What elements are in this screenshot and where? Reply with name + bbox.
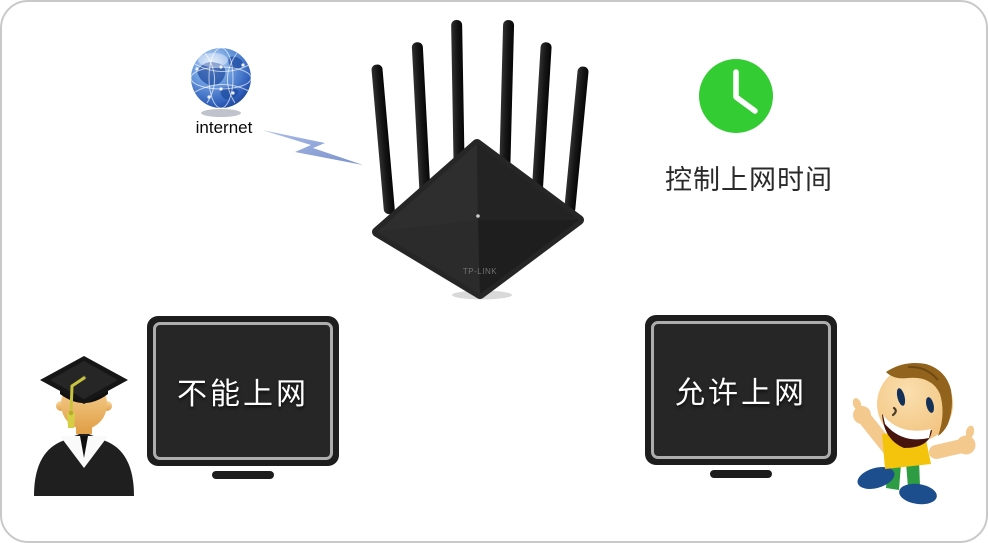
router-brand-label: TP-LINK [463, 267, 497, 276]
router-body: TP-LINK [372, 139, 584, 299]
hair [886, 363, 952, 436]
time-control-label: 控制上网时间 [665, 165, 833, 195]
blocked-screen-text: 不能上网 [177, 378, 309, 411]
monitor-stand [710, 470, 772, 478]
graduate-student-figure [34, 356, 134, 496]
tassel [69, 376, 86, 416]
blocked-monitor-screen: 不能上网 [153, 322, 333, 460]
clock-hands [733, 69, 758, 114]
internet-globe-icon [191, 48, 251, 117]
lightning-bolt-icon [262, 130, 363, 165]
internet-label: internet [195, 118, 253, 137]
allowed-screen-text: 允许上网 [675, 377, 807, 410]
right-shoe [899, 483, 937, 505]
allowed-monitor-screen: 允许上网 [651, 321, 831, 459]
left-eye [896, 388, 906, 406]
right-eye [926, 397, 934, 413]
tie [80, 436, 88, 458]
blocked-monitor: 不能上网 [147, 316, 339, 466]
right-leg [906, 460, 920, 488]
nose [891, 406, 897, 417]
router-antennas [371, 20, 589, 215]
monitor-stand [212, 471, 274, 479]
clock-icon [699, 59, 773, 133]
left-shoe [857, 467, 895, 489]
happy-child-figure [852, 363, 976, 505]
teeth [883, 415, 931, 440]
router-led [476, 214, 480, 218]
allowed-monitor: 允许上网 [645, 315, 837, 465]
wireless-router: TP-LINK [371, 20, 589, 300]
